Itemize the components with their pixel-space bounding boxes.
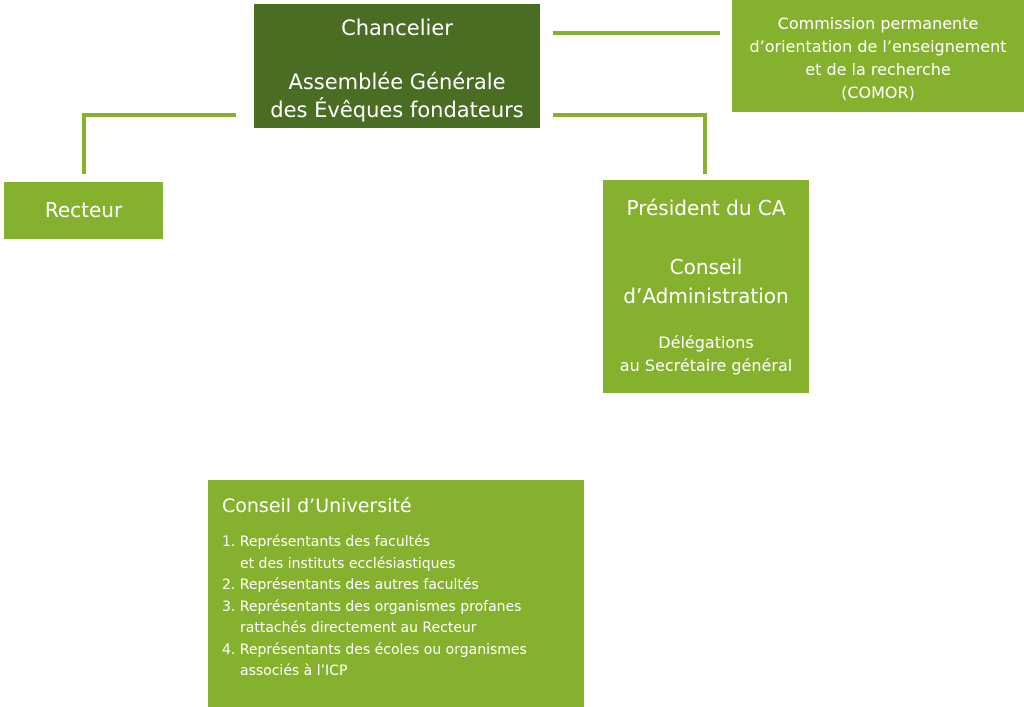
list-item-continuation: associés à l’ICP xyxy=(240,663,348,679)
delegations-block: Délégations au Secrétaire général xyxy=(603,331,809,377)
conseil-universite-title: Conseil d’Université xyxy=(222,495,412,517)
president-ca-node: Président du CA Conseil d’Administration… xyxy=(603,180,809,393)
connector-chancelier-president-h xyxy=(553,113,707,117)
comor-line-3: et de la recherche xyxy=(805,60,951,79)
conseil-administration-line-2: d’Administration xyxy=(623,284,789,308)
list-item-continuation: rattachés directement au Recteur xyxy=(240,620,477,636)
list-item-continuation: et des instituts ecclésiastiques xyxy=(240,555,456,572)
comor-line-1: Commission permanente xyxy=(777,14,979,33)
connector-chancelier-comor xyxy=(553,31,720,35)
delegations-line-2: au Secrétaire général xyxy=(619,356,793,375)
list-item-text: 3. Représentants des organismes profanes xyxy=(222,598,522,615)
delegations-line-1: Délégations xyxy=(658,333,754,352)
connector-chancelier-president-v xyxy=(703,113,707,174)
list-item: 1. Représentants des facultés et des ins… xyxy=(222,532,570,575)
comor-line-4: (COMOR) xyxy=(841,83,915,102)
connector-chancelier-recteur-v xyxy=(82,113,86,174)
list-item: 2. Représentants des autres facultés xyxy=(222,575,570,597)
conseil-administration-line-1: Conseil xyxy=(669,255,743,279)
chancelier-label: Chancelier xyxy=(341,16,453,40)
recteur-label: Recteur xyxy=(44,198,123,222)
list-item-text: 2. Représentants des autres facultés xyxy=(222,577,479,593)
connector-chancelier-recteur-h xyxy=(82,113,236,117)
list-item: 3. Représentants des organismes profanes… xyxy=(222,597,570,640)
chancelier-node: Chancelier Assemblée Générale des Évêque… xyxy=(254,4,540,128)
list-item-text: 1. Représentants des facultés xyxy=(222,534,431,550)
list-item: 4. Représentants des écoles ou organisme… xyxy=(222,640,570,683)
assemblee-generale-label: Assemblée Générale xyxy=(288,70,506,94)
president-ca-label: Président du CA xyxy=(626,196,786,220)
list-item-text: 4. Représentants des écoles ou organisme… xyxy=(222,641,527,658)
comor-node: Commission permanente d’orientation de l… xyxy=(732,0,1024,112)
recteur-node: Recteur xyxy=(4,182,163,239)
eveques-fondateurs-label: des Évêques fondateurs xyxy=(270,98,524,122)
comor-line-2: d’orientation de l’enseignement xyxy=(749,37,1007,56)
conseil-universite-node: Conseil d’Université 1. Représentants de… xyxy=(208,480,584,707)
